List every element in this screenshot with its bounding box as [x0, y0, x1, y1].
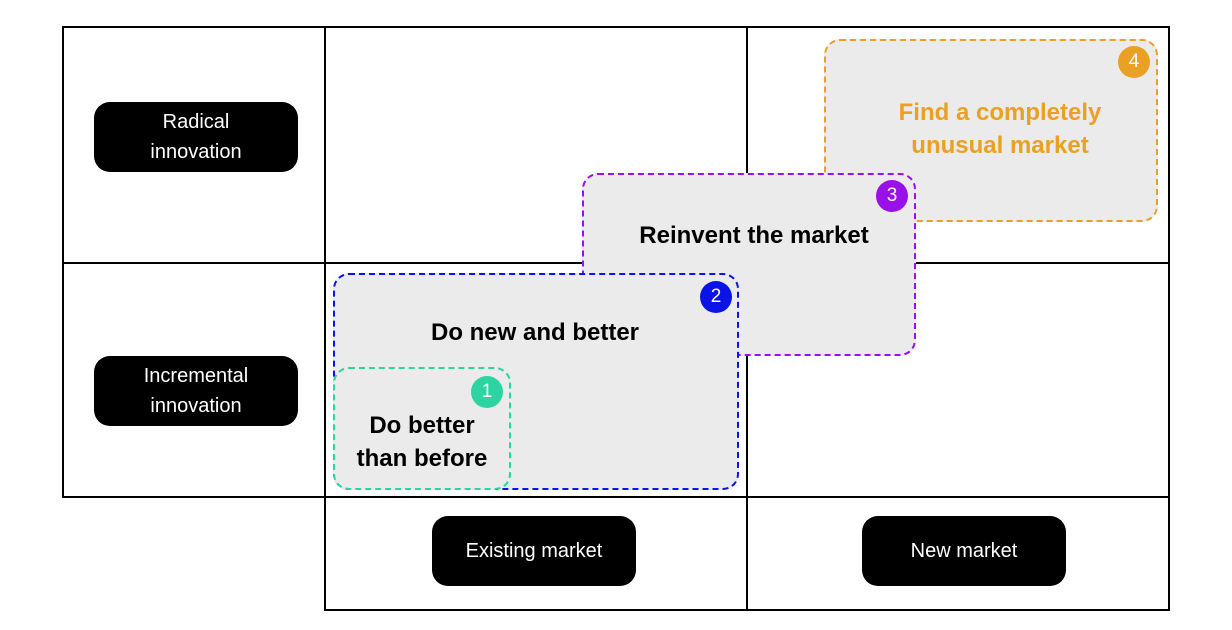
zone-4-number-badge: 4 [1118, 46, 1150, 78]
grid-line-left [62, 26, 64, 498]
grid-line-right [1168, 26, 1170, 611]
row-label-incremental-innovation: Incremental innovation [94, 356, 298, 426]
zone-3-number-badge: 3 [876, 180, 908, 212]
zone-1-number-badge: 1 [471, 376, 503, 408]
zone-4-label: Find a completely unusual market [898, 99, 1102, 159]
grid-line-col1 [324, 26, 326, 611]
column-label-new-market: New market [862, 516, 1066, 586]
zone-3-label: Reinvent the market [639, 222, 869, 249]
grid-line-top [62, 26, 1170, 28]
row-label-radical-innovation: Radical innovation [94, 102, 298, 172]
grid-line-lower [62, 496, 1170, 498]
column-label-existing-market: Existing market [432, 516, 636, 586]
zone-2-label: Do new and better [430, 319, 640, 346]
zone-2-number-badge: 2 [700, 281, 732, 313]
zone-1-label: Do better than before [356, 412, 488, 472]
